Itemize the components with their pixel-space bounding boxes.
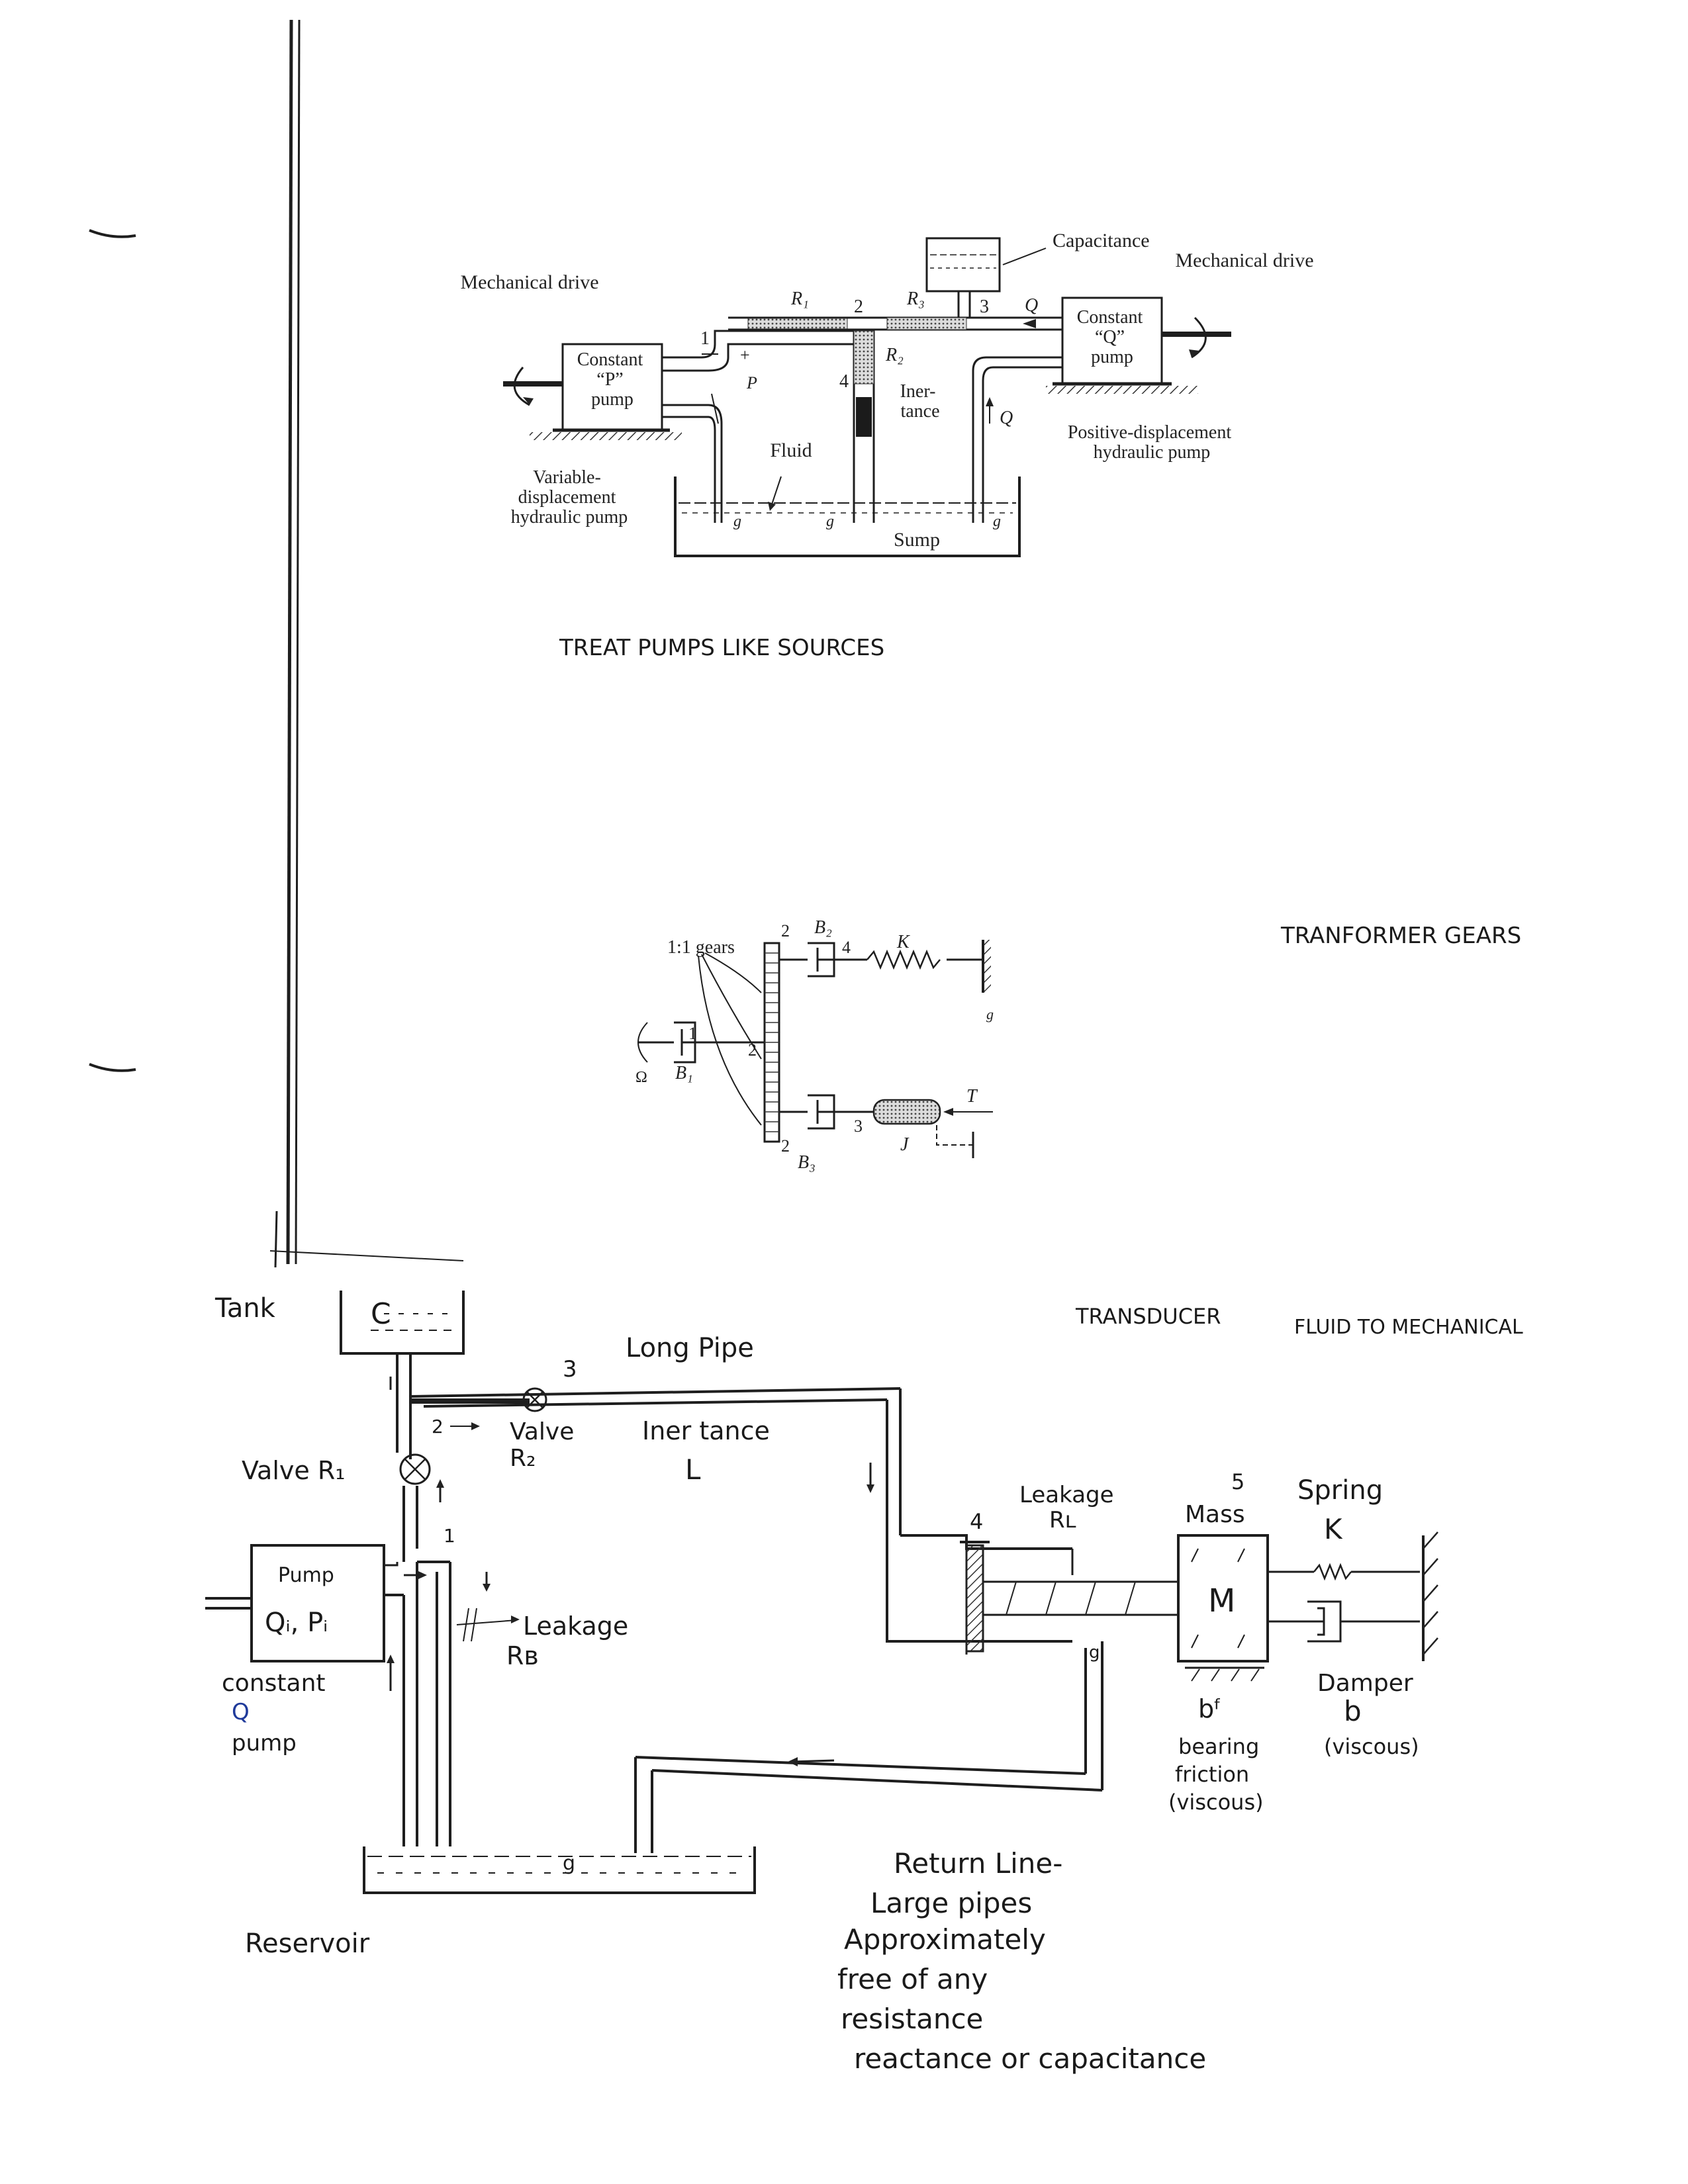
inertance-l-label: L: [685, 1453, 701, 1486]
constant-q-pump-label: Constant “Q” pump: [1077, 307, 1148, 367]
inertance-slug: [856, 397, 872, 437]
gear-node2-mid: 2: [748, 1040, 757, 1060]
note-transformer-gears: TRANFORMER GEARS: [1280, 923, 1521, 949]
tank-outline: [340, 1291, 465, 1355]
sump-label: Sump: [894, 529, 940, 551]
gear-g-label: g: [986, 1006, 994, 1023]
gear-node4: 4: [842, 938, 851, 957]
node4-label: 4: [839, 371, 849, 392]
mass-label: Mass: [1185, 1501, 1245, 1528]
node2-hand-label: 2: [432, 1416, 444, 1437]
variable-displacement-label: Variable- displacement hydraulic pump: [511, 467, 628, 527]
pump-box: [250, 1544, 385, 1662]
b1-label: B₁: [675, 1063, 693, 1083]
ground-g-hand: g: [1089, 1643, 1100, 1662]
note-transducer: TRANSDUCER: [1075, 1304, 1221, 1329]
gear-transformer-figure: 1:1 gears B₁ B₂ B₃ K J T Ω g 1 2 2 2 3 4: [635, 917, 994, 1173]
return-line-note: Return Line- Large pipes Approximately f…: [837, 1847, 1206, 2075]
b3-label: B₃: [798, 1152, 816, 1173]
inertia-j-cylinder: [872, 1099, 941, 1125]
valve-r2-label: Valve R₂: [510, 1418, 582, 1472]
constant-p-pump-label: Constant “P” pump: [577, 349, 648, 410]
positive-displacement-label: Positive-displacement hydraulic pump: [1068, 422, 1236, 463]
pump-circuit-figure: Mechanical drive Mechanical drive Consta…: [460, 230, 1314, 557]
valve-r2-symbol: [522, 1387, 547, 1412]
ground-hatch-left: [530, 432, 682, 440]
reservoir-label: Reservoir: [245, 1929, 370, 1959]
hole-punch-marks: [89, 229, 136, 1072]
spring-symbol: [1313, 1563, 1352, 1581]
damper-label: Damper: [1317, 1670, 1413, 1697]
node4-hand-label: 4: [970, 1509, 983, 1534]
r3-restriction: [886, 317, 967, 330]
long-pipe-label: Long Pipe: [626, 1333, 754, 1363]
node1-label: 1: [700, 328, 710, 349]
mechanical-drive-right-label: Mechanical drive: [1175, 250, 1313, 271]
hand-drawn-transducer-diagram: [205, 1291, 1438, 1894]
q-label-top: Q: [1025, 295, 1038, 316]
bearing-bf-label: bᶠ: [1198, 1694, 1221, 1723]
mass-block: [1177, 1534, 1269, 1662]
r1-label: R₁: [790, 289, 809, 309]
ground-g-2: g: [826, 513, 834, 530]
mass-m-label: M: [1208, 1582, 1235, 1619]
bearing-friction-label: bearing friction (viscous): [1168, 1734, 1266, 1815]
inertance-hand-label: Iner tance: [642, 1416, 770, 1445]
inertance-label: Iner- tance: [900, 381, 941, 422]
r2-restriction: [853, 330, 874, 385]
capacitance-tank: [925, 237, 1001, 293]
node3-hand-label: 3: [563, 1356, 577, 1383]
note-treat-pumps: TREAT PUMPS LIKE SOURCES: [559, 635, 884, 661]
capacitance-label: Capacitance: [1053, 230, 1150, 251]
pump-word-label: pump: [232, 1730, 297, 1756]
node3-label: 3: [980, 296, 989, 317]
r3-label: R₃: [906, 289, 925, 309]
gears-ratio-label: 1:1 gears: [667, 937, 735, 958]
node5-hand-label: 5: [1231, 1469, 1244, 1494]
node1-hand-label: 1: [444, 1525, 455, 1547]
b2-label: B₂: [814, 917, 832, 938]
damper-b-label: b: [1344, 1695, 1362, 1727]
valve-r1-label: Valve R₁: [242, 1456, 345, 1485]
j-label: J: [900, 1134, 910, 1155]
spring-k-label: K: [1324, 1513, 1343, 1545]
omega-label: Ω: [635, 1069, 647, 1086]
valve-r1-symbol: [399, 1453, 431, 1485]
q-label-side: Q: [1000, 408, 1013, 428]
p-label: P: [746, 373, 757, 392]
spring-k-symbol: [867, 949, 941, 970]
pump-hand-label: Pump: [278, 1564, 334, 1587]
t-label: T: [966, 1086, 978, 1107]
plus-label: +: [740, 345, 750, 365]
r2-label: R₂: [885, 345, 904, 365]
reservoir-outline: [363, 1846, 756, 1894]
tank-label: Tank: [214, 1293, 276, 1324]
gear-node1: 1: [688, 1024, 697, 1043]
r1-restriction: [747, 317, 848, 330]
ground-g-1: g: [733, 513, 741, 530]
damper-viscous-label: (viscous): [1324, 1734, 1419, 1759]
gear-node2-bot: 2: [781, 1136, 790, 1156]
gear-node3: 3: [854, 1116, 863, 1136]
fluid-label: Fluid: [770, 439, 812, 461]
mechanical-drive-left-label: Mechanical drive: [460, 271, 598, 293]
piston: [965, 1544, 984, 1653]
leakage-rl-label: Leakage Rʟ: [1019, 1482, 1121, 1533]
constant-label: constant: [222, 1670, 326, 1697]
leakage-rb-label: Leakage Rʙ: [506, 1612, 636, 1670]
node2-label: 2: [854, 296, 863, 317]
pump-qi-pi-label: Qᵢ, Pᵢ: [265, 1608, 328, 1638]
k-label: K: [896, 932, 910, 952]
note-fluid-to-mechanical: FLUID TO MECHANICAL: [1294, 1316, 1523, 1339]
spring-label: Spring: [1297, 1475, 1383, 1506]
ground-hatch-right: [1046, 386, 1198, 394]
capacitance-c-label: C: [371, 1297, 391, 1331]
ground-g-3: g: [993, 513, 1001, 530]
gear-node2-top: 2: [781, 921, 790, 940]
q-mark-label: Q: [232, 1699, 250, 1725]
margin-vertical-rule: [269, 19, 464, 1268]
reservoir-g-label: g: [563, 1852, 575, 1875]
